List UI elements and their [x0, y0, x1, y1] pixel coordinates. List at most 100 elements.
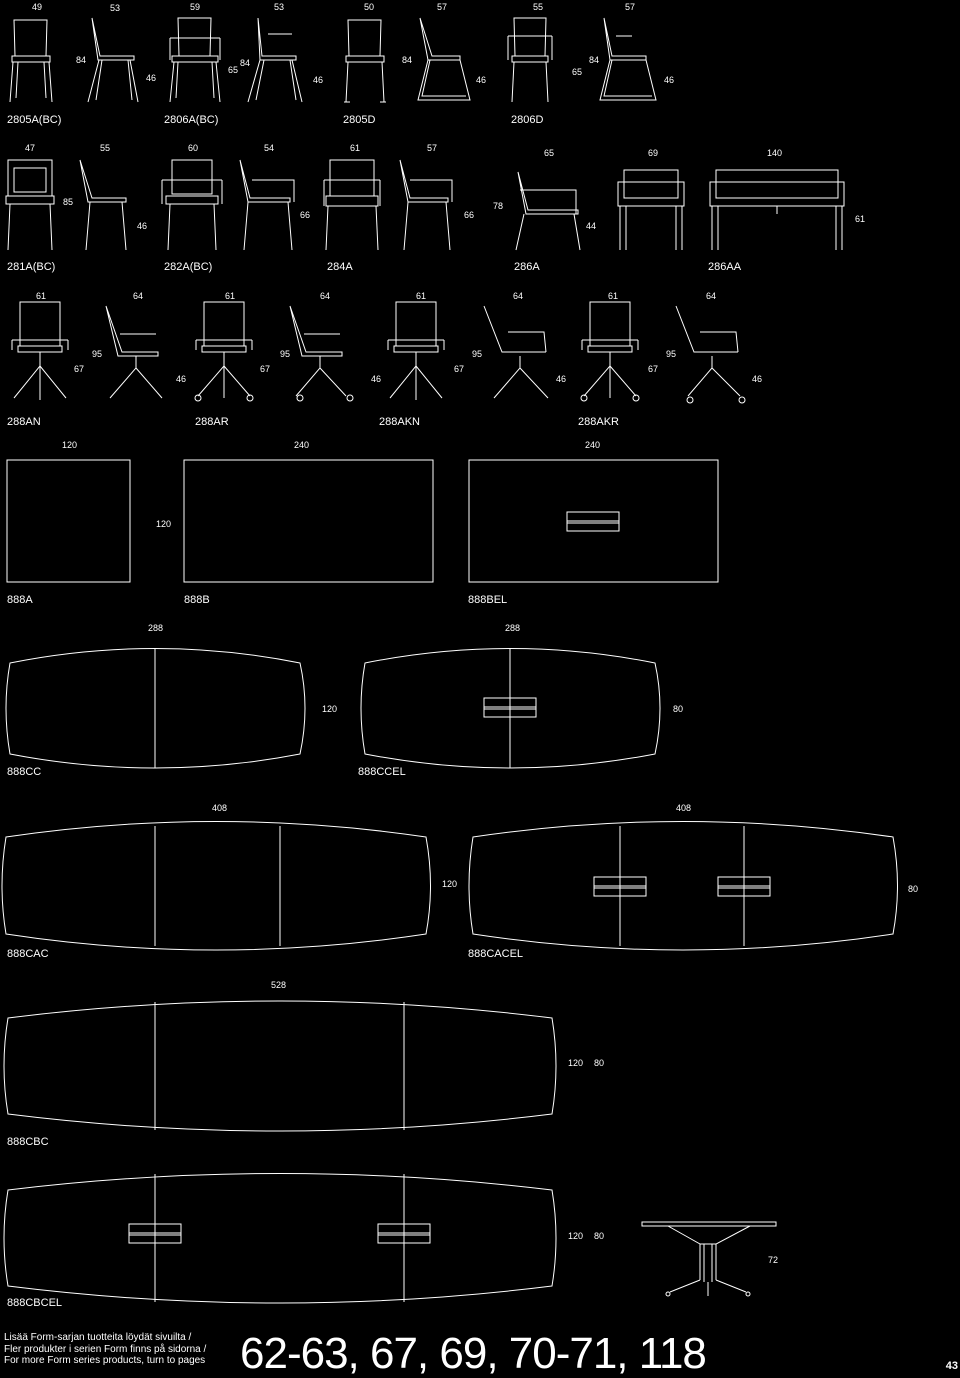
dim: 80	[594, 1231, 605, 1241]
dim: 84	[589, 55, 600, 65]
dim: 240	[585, 440, 601, 450]
label-286aa: 286AA	[708, 261, 742, 273]
label-888cbcel: 888CBCEL	[7, 1297, 63, 1309]
label-888cacel: 888CACEL	[468, 948, 524, 960]
dim: 59	[190, 2, 201, 12]
dim: 120	[62, 440, 78, 450]
label-888cbc: 888CBC	[7, 1136, 49, 1148]
label-288an: 288AN	[7, 416, 41, 428]
footer-page-references: 62-63, 67, 69, 70-71, 118	[240, 1329, 707, 1378]
dim: 95	[92, 349, 103, 359]
swivel-288akn-side	[483, 305, 549, 399]
swivel-288akn-front	[387, 301, 445, 400]
dim: 80	[594, 1058, 605, 1068]
label-888b: 888B	[184, 594, 210, 606]
dim: 46	[556, 374, 567, 384]
dim: 84	[76, 55, 87, 65]
label-2806abc: 2806A(BC)	[164, 114, 219, 126]
dim: 55	[533, 2, 544, 12]
dim: 61	[608, 291, 619, 301]
dim: 46	[664, 75, 675, 85]
swivel-288ar-side	[289, 305, 354, 402]
chair-2806a-front	[169, 17, 221, 103]
page-number: 43	[945, 1360, 958, 1372]
dim: 55	[100, 143, 111, 153]
label-2806d: 2806D	[511, 114, 544, 126]
dim: 61	[36, 291, 47, 301]
footer-line: Fler produkter i serien Form finns på si…	[4, 1343, 207, 1355]
dim: 120	[156, 519, 172, 529]
dim: 61	[350, 143, 361, 153]
table-888cbc	[3, 1000, 557, 1132]
dim: 408	[676, 803, 692, 813]
swivel-288ar-front	[194, 301, 254, 402]
dim: 95	[472, 349, 483, 359]
dim: 64	[706, 291, 717, 301]
dim: 46	[752, 374, 763, 384]
dim: 65	[544, 148, 555, 158]
chair-2806d-front	[507, 17, 553, 103]
dim: 53	[274, 2, 285, 12]
swivel-288an-side	[105, 305, 163, 399]
dim: 60	[188, 143, 199, 153]
table-base-side-view	[641, 1221, 777, 1297]
dim: 67	[260, 364, 271, 374]
dim: 95	[666, 349, 677, 359]
label-2805abc: 2805A(BC)	[7, 114, 62, 126]
label-286a: 286A	[514, 261, 540, 273]
chair-2805d-front	[344, 19, 386, 103]
dim: 72	[768, 1255, 779, 1265]
dim: 288	[148, 623, 164, 633]
dim: 46	[146, 73, 157, 83]
dim: 80	[908, 884, 919, 894]
chair-284a-side	[399, 159, 453, 251]
dim: 67	[74, 364, 85, 374]
label-888cac: 888CAC	[7, 948, 49, 960]
chair-2805d-side	[417, 17, 471, 101]
dim: 240	[294, 440, 310, 450]
chair-286a-side	[515, 171, 581, 251]
dim: 46	[476, 75, 487, 85]
dim: 120	[442, 879, 458, 889]
dim: 61	[855, 214, 866, 224]
dim: 54	[264, 143, 275, 153]
table-888b	[183, 459, 434, 583]
dim: 64	[133, 291, 144, 301]
dim: 57	[437, 2, 448, 12]
label-288ar: 288AR	[195, 416, 229, 428]
chair-281a-front	[5, 159, 55, 251]
dim: 44	[586, 221, 597, 231]
footer-note: Lisää Form-sarjan tuotteita löydät sivui…	[4, 1332, 206, 1367]
label-888ccel: 888CCEL	[358, 766, 406, 778]
table-888ccel	[360, 648, 661, 769]
dim: 64	[320, 291, 331, 301]
label-282abc: 282A(BC)	[164, 261, 213, 273]
dim: 408	[212, 803, 228, 813]
chair-2805a-side	[87, 17, 139, 103]
table-888bel	[468, 459, 719, 583]
dim: 528	[271, 980, 287, 990]
footer-line: Lisää Form-sarjan tuotteita löydät sivui…	[4, 1332, 192, 1343]
dim: 78	[493, 201, 504, 211]
chair-2806a-side	[247, 17, 303, 103]
label-888a: 888A	[7, 594, 33, 606]
dim: 66	[300, 210, 311, 220]
table-888cc	[5, 648, 306, 769]
footer-line: For more Form series products, turn to p…	[4, 1355, 206, 1366]
label-888bel: 888BEL	[468, 594, 508, 606]
label-888cc: 888CC	[7, 766, 42, 778]
dim: 120	[568, 1058, 584, 1068]
chair-286a-front	[617, 169, 685, 250]
dim: 57	[625, 2, 636, 12]
label-288akr: 288AKR	[578, 416, 619, 428]
chair-2806d-side	[599, 17, 657, 101]
swivel-288akr-front	[580, 301, 640, 402]
dim: 67	[648, 364, 659, 374]
label-284a: 284A	[327, 261, 353, 273]
dim: 69	[648, 148, 659, 158]
label-281abc: 281A(BC)	[7, 261, 56, 273]
table-888cbcel	[3, 1173, 557, 1304]
dim: 80	[673, 704, 684, 714]
dim: 47	[25, 143, 36, 153]
